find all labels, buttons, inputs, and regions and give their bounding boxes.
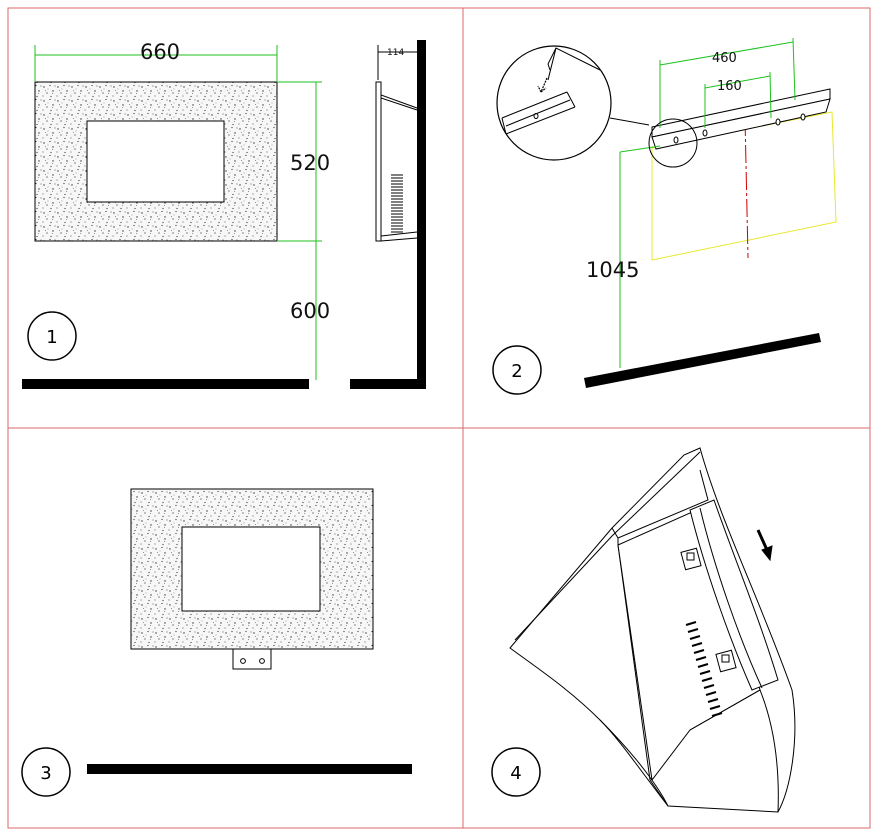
side-view-vents bbox=[391, 174, 403, 233]
floor-height-label: 1045 bbox=[586, 258, 639, 282]
wall-bracket bbox=[651, 88, 831, 150]
panel-3: 3 bbox=[21, 488, 412, 797]
side-floor bbox=[350, 379, 426, 389]
panel-4 bbox=[491, 447, 796, 813]
heater-opening bbox=[181, 526, 321, 612]
side-view-heater bbox=[375, 81, 418, 242]
bracket-detail-marker bbox=[648, 118, 698, 168]
hole-span-inner-label: 160 bbox=[717, 79, 742, 94]
bottom-bracket bbox=[232, 648, 272, 670]
panel2-floor bbox=[584, 333, 821, 388]
side-wall bbox=[417, 40, 426, 389]
panel3-floor bbox=[87, 764, 412, 774]
hole-span-outer-label: 460 bbox=[712, 51, 737, 66]
screw-hole-icon bbox=[240, 658, 246, 664]
arrow-down-icon bbox=[537, 77, 548, 93]
step-circle-3 bbox=[21, 747, 71, 797]
outer-frame bbox=[7, 7, 871, 829]
floor-gap-label: 600 bbox=[290, 299, 330, 323]
floor-line bbox=[22, 379, 309, 389]
step-circle-2 bbox=[492, 345, 542, 395]
step-circle-1 bbox=[27, 311, 77, 361]
step-number-4: 4 bbox=[510, 763, 521, 784]
step-number-3: 3 bbox=[40, 763, 51, 784]
heater-vents bbox=[685, 621, 723, 717]
step-number-1: 1 bbox=[46, 327, 57, 348]
step-circle-4 bbox=[491, 747, 541, 797]
centre-line bbox=[744, 117, 749, 259]
step-number-2: 2 bbox=[511, 361, 522, 382]
hole-span-dimensions bbox=[619, 37, 796, 368]
fireplace-opening bbox=[86, 120, 225, 203]
panel-1: 660 520 600 bbox=[22, 40, 426, 389]
depth-dimension bbox=[377, 45, 417, 80]
height-label: 520 bbox=[290, 151, 330, 175]
bracket-detail-magnifier bbox=[496, 45, 612, 161]
arrow-down-icon bbox=[756, 529, 773, 562]
width-dimension bbox=[34, 45, 278, 82]
width-label: 660 bbox=[140, 40, 180, 64]
depth-label: 114 bbox=[387, 48, 404, 58]
panel-2: 460 160 1045 2 bbox=[492, 37, 837, 395]
height-dimension bbox=[277, 81, 322, 380]
